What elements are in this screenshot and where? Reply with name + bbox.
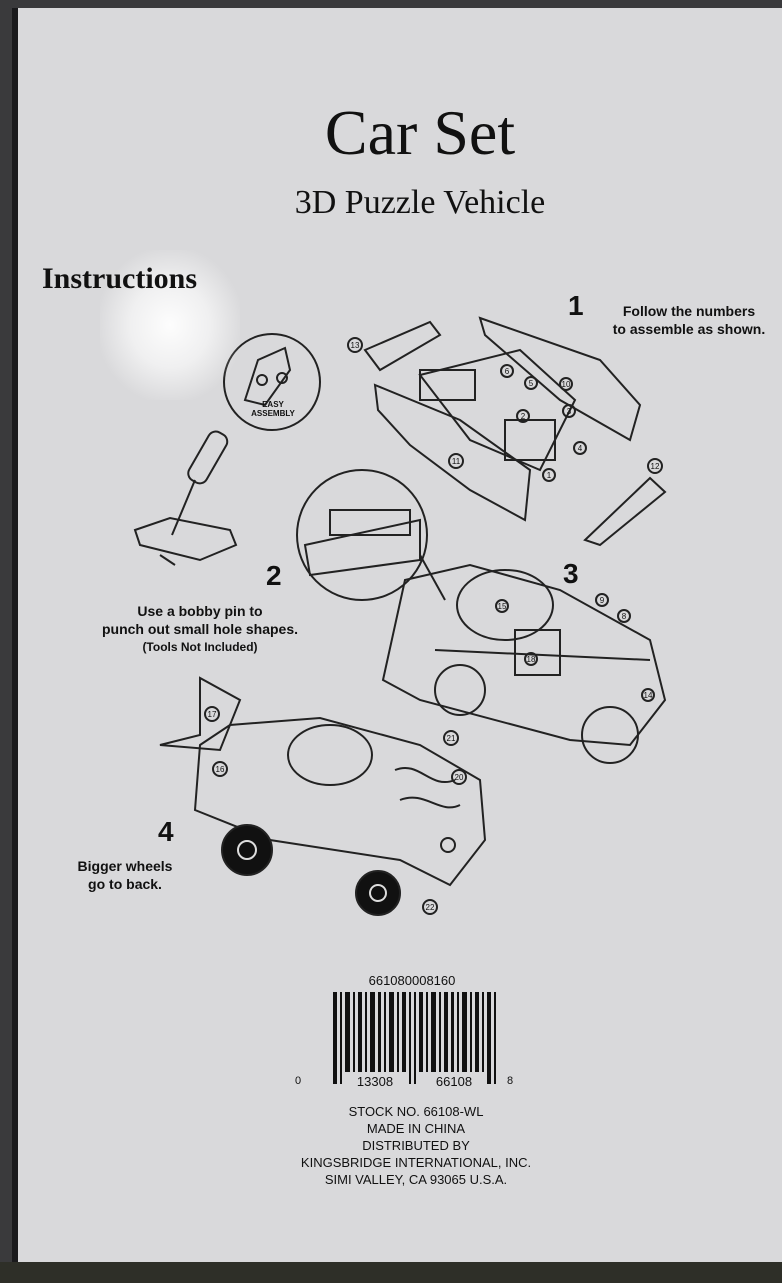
step-3-number: 3	[563, 558, 579, 589]
part-number-label: 10	[562, 380, 571, 389]
step-4-line1: Bigger wheels	[77, 858, 173, 874]
part-number-label: 9	[600, 596, 605, 605]
part-number-label: 3	[567, 407, 572, 416]
part-number-label: 18	[527, 655, 536, 664]
barcode-bars	[333, 992, 496, 1084]
part-number-label: 11	[452, 457, 461, 466]
company-name: KINGSBRIDGE INTERNATIONAL, INC.	[300, 1155, 532, 1170]
upc-right-digit: 8	[506, 1075, 514, 1087]
page-title: Car Set	[324, 97, 516, 168]
stock-number: STOCK NO. 66108-WL	[348, 1104, 484, 1119]
badge-line1: EASY	[262, 400, 284, 409]
part-number-label: 22	[426, 903, 435, 912]
step-4-line2: go to back.	[88, 876, 162, 892]
step-1-line1: Follow the numbers	[622, 303, 756, 319]
footer-info: STOCK NO. 66108-WL MADE IN CHINA DISTRIB…	[25, 1103, 782, 1188]
part-number-label: 1	[547, 471, 552, 480]
step-2-number: 2	[266, 560, 282, 591]
upc-mid-right: 66108	[435, 1074, 473, 1089]
part-number-label: 4	[578, 444, 583, 453]
part-number-label: 20	[455, 773, 464, 782]
part-number-label: 8	[622, 612, 627, 621]
part-number-label: 14	[644, 691, 653, 700]
part-number-label: 13	[351, 341, 360, 350]
step-4-text: Bigger wheels go to back.	[55, 857, 195, 893]
step-4-number: 4	[158, 816, 174, 847]
instructions-heading: Instructions	[42, 262, 198, 295]
easy-assembly-badge-text: EASY ASSEMBLY	[243, 400, 303, 418]
distributed-by: DISTRIBUTED BY	[362, 1138, 470, 1153]
part-number-label: 6	[505, 367, 510, 376]
step3-car-illustration	[381, 563, 667, 764]
part-number-label: 16	[216, 765, 225, 774]
step2-detail-magnifier	[296, 469, 446, 601]
step-1-text: Follow the numbers to assemble as shown.	[594, 302, 782, 338]
punch-tool-illustration	[133, 430, 238, 566]
badge-line2: ASSEMBLY	[251, 409, 295, 418]
part-number-label: 5	[529, 379, 534, 388]
part-number-label: 2	[521, 412, 526, 421]
step-2-line1: Use a bobby pin to	[137, 603, 263, 619]
company-address: SIMI VALLEY, CA 93065 U.S.A.	[324, 1172, 508, 1187]
part-number-label: 17	[208, 710, 217, 719]
upc-left-digit: 0	[294, 1075, 302, 1087]
part-number-label: 15	[498, 602, 507, 611]
upc-top-number: 661080008160	[368, 973, 456, 988]
light-glare	[100, 250, 240, 400]
step-2-line2: punch out small hole shapes.	[101, 621, 299, 637]
step4-car-illustration	[159, 676, 487, 916]
step-1-line2: to assemble as shown.	[612, 321, 766, 337]
upc-mid-left: 13308	[356, 1074, 394, 1089]
step-2-line3: (Tools Not Included)	[142, 640, 258, 654]
step-2-text: Use a bobby pin to punch out small hole …	[55, 602, 345, 656]
part-number-label: 12	[651, 462, 660, 471]
part-number-label: 21	[447, 734, 456, 743]
step1-chassis-illustration	[347, 316, 667, 547]
made-in: MADE IN CHINA	[366, 1121, 466, 1136]
step-1-number: 1	[568, 290, 584, 321]
page-subtitle: 3D Puzzle Vehicle	[294, 184, 546, 221]
table-surface	[0, 1262, 782, 1283]
